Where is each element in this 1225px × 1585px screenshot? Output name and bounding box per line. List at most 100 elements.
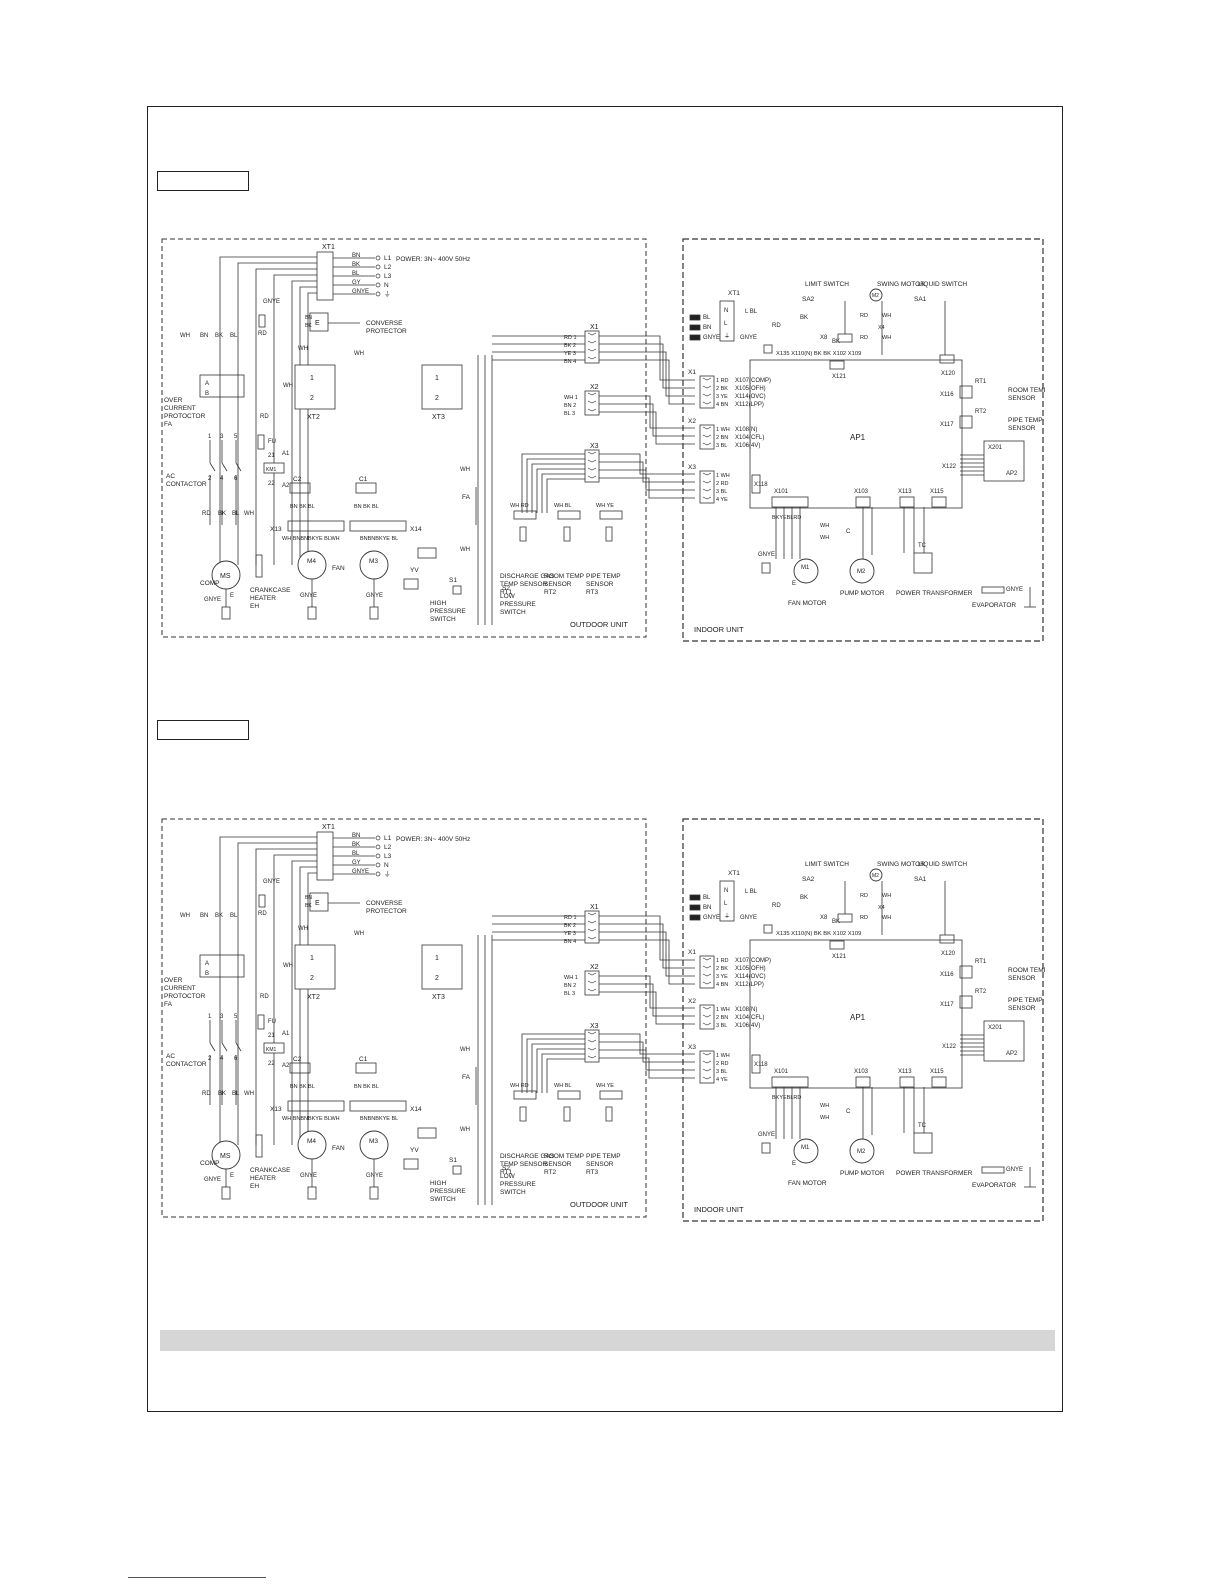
board-connector-label: X107(COMP) — [735, 378, 771, 384]
power-terminal-label: ⏚ — [384, 290, 391, 298]
wire-color-label: BK — [832, 919, 840, 925]
wire — [255, 848, 317, 1145]
liquid-switch-connector — [939, 934, 955, 944]
wire-color-label: WH — [244, 1091, 254, 1097]
four-way-valve-connector — [417, 1127, 437, 1139]
fan-label: FAN — [332, 1145, 345, 1152]
wire — [526, 458, 585, 513]
wire-color-label: WH — [820, 535, 829, 541]
wire-color-label: BL 3 — [564, 991, 575, 997]
high-pressure-label: SWITCH — [430, 1196, 456, 1203]
over-current-label: FA — [164, 421, 173, 428]
wire-color-label: WH 1 — [564, 975, 578, 981]
wire — [541, 1053, 585, 1093]
fan-label: FAN — [332, 565, 345, 572]
swing-motor-label: SWING MOTOR — [877, 861, 925, 868]
converse-protector-box — [309, 312, 329, 332]
wire-color-label: BK — [218, 1091, 226, 1097]
temp-sensor-symbol — [605, 526, 613, 542]
over-current-label: CURRENT — [164, 985, 196, 992]
wire-color-label: BL — [230, 913, 238, 919]
diagram-label: 4 — [220, 476, 224, 482]
connector-label: X118 — [754, 1062, 768, 1068]
wire-color-label: RD — [772, 323, 781, 329]
fan-motor-label: FAN MOTOR — [788, 600, 827, 607]
board-connector-label: X108(N) — [735, 427, 757, 433]
wire-color-label: 1 WH — [716, 1007, 730, 1013]
wire-color-label: 4 YE — [716, 497, 728, 503]
wire-color-label: 3 BL — [716, 489, 727, 495]
wire-color-label: BN BK BL — [354, 504, 379, 510]
page-frame — [147, 106, 1063, 1412]
wire-color-label: WH — [354, 351, 364, 357]
capacitor-label: C1 — [359, 1056, 368, 1063]
power-input-terminal — [689, 324, 701, 331]
connector-label: X121 — [832, 374, 847, 380]
sensor-connector — [513, 1090, 537, 1100]
indoor-fan-motor — [793, 1138, 819, 1164]
wire — [599, 477, 695, 499]
temp-sensor-label: SENSOR — [544, 581, 572, 588]
power-terminal — [375, 871, 381, 877]
diagram-label: ⏚ — [724, 913, 730, 920]
wire — [599, 343, 695, 389]
power-terminal-label: L3 — [384, 853, 392, 860]
connector-label: X116 — [940, 972, 954, 978]
wire — [599, 1057, 695, 1079]
outdoor-connector-x2 — [584, 970, 600, 996]
sensor-connector — [557, 510, 581, 520]
indoor-unit-label: INDOOR UNIT — [694, 1205, 744, 1214]
wire — [546, 478, 585, 513]
indoor-connector-x1 — [699, 375, 715, 409]
crankcase-heater-symbol — [255, 1134, 263, 1158]
connector-label: X3 — [590, 443, 599, 450]
wire — [599, 939, 695, 985]
wire-color-label: RD 1 — [564, 915, 577, 921]
diagram-label: TC — [918, 543, 927, 549]
pump-motor-symbol — [849, 558, 875, 584]
wire — [219, 836, 317, 1145]
wire-color-label: 1 WH — [716, 1053, 730, 1059]
temp-sensor-label: DISCHARGE GAS — [500, 573, 555, 580]
capacitor-label: C2 — [293, 1056, 302, 1063]
board-connector-label: X114(OVC) — [735, 394, 766, 400]
wire — [531, 1043, 585, 1093]
wire-color-label: 3 YE — [716, 394, 728, 400]
wire-color-label: 3 BL — [716, 443, 727, 449]
wire-color-label: BN — [200, 913, 208, 919]
wire-color-label: 1 WH — [716, 473, 730, 479]
wire-color-label: GNYE — [740, 335, 757, 341]
temp-sensor-label: SENSOR — [586, 1161, 614, 1168]
outdoor-unit-label: OUTDOOR UNIT — [570, 1200, 628, 1209]
power-terminal — [375, 264, 381, 270]
wire-color-label: 2 BK — [716, 386, 728, 392]
wire-color-label: 2 BN — [716, 435, 728, 441]
wire — [526, 1038, 585, 1093]
terminal-block-xt2 — [294, 364, 336, 410]
wire-color-label: WH — [298, 346, 308, 352]
diagram-label: 3 — [220, 434, 224, 440]
connector-label: X1 — [590, 904, 599, 911]
ground-terminal — [369, 606, 379, 620]
wire-color-label: GNYE — [1006, 587, 1023, 593]
swing-motor-symbol — [869, 288, 883, 302]
diagram-label: E — [230, 1173, 234, 1179]
connector-label: X113 — [898, 1069, 912, 1075]
pressure-switch-s1 — [452, 1165, 462, 1175]
terminal-block-label: XT1 — [322, 244, 335, 251]
diagram-label: E — [792, 1161, 796, 1167]
low-pressure-label: SWITCH — [500, 1189, 526, 1196]
connector-label: X1 — [688, 949, 696, 956]
wire-color-label: GNYE — [758, 552, 775, 558]
wire — [237, 262, 317, 565]
wire-color-label: WH — [460, 1047, 470, 1053]
outdoor-connector-x3 — [584, 1029, 600, 1063]
terminal-block-label: XT3 — [432, 414, 445, 421]
converse-protector-label: PROTECTOR — [366, 908, 407, 915]
swing-motor-symbol — [869, 868, 883, 882]
temp-sensor-label: ROOM TEMP — [544, 573, 584, 580]
motor-label: M2 — [872, 293, 879, 299]
wire-color-label: L BL — [745, 309, 758, 315]
power-supply-label: POWER: 3N~ 400V 50Hz — [396, 256, 470, 263]
